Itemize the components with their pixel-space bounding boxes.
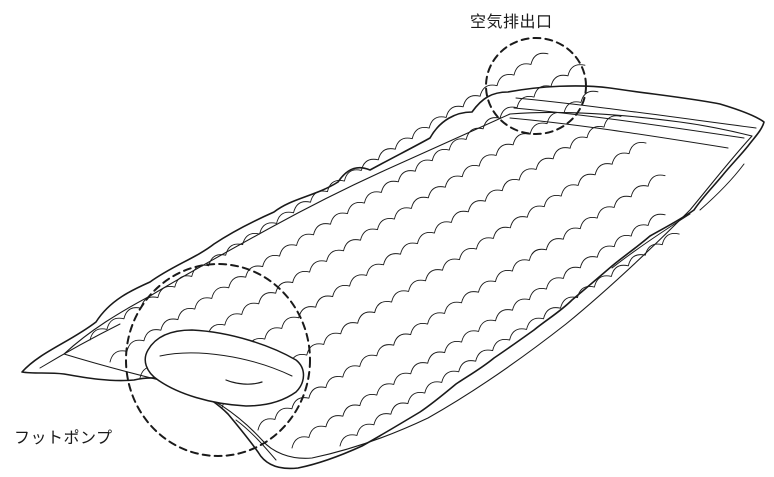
- air-outlet-callout-circle: [485, 37, 587, 135]
- foot-pump-body: [144, 329, 305, 407]
- air-outlet-label: 空気排出口: [470, 12, 553, 31]
- foot-pump-inner: [159, 352, 293, 377]
- foot-pump-callout-circle: [125, 263, 311, 457]
- side-flap-right: [611, 163, 745, 269]
- foot-pump-mark: [225, 379, 263, 385]
- mattress-outline: [21, 85, 765, 470]
- foot-pump-label: フットポンプ: [14, 428, 113, 447]
- air-tube-lines: [509, 97, 757, 149]
- side-flap-left: [39, 323, 277, 461]
- mattress-inner-edge: [63, 111, 753, 459]
